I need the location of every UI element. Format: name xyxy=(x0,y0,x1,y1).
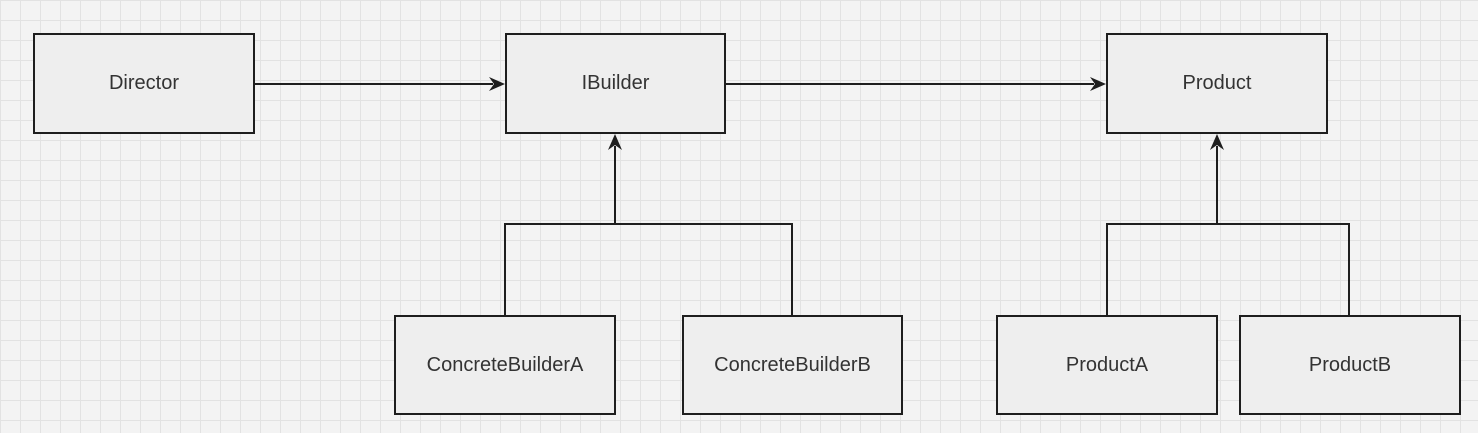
arrowhead-product-bottom xyxy=(1210,134,1224,150)
node-concrete-builder-a-label: ConcreteBuilderA xyxy=(426,353,584,376)
node-director-label: Director xyxy=(108,72,179,94)
node-ibuilder-label: IBuilder xyxy=(581,72,650,94)
node-concrete-builder-a[interactable]: ConcreteBuilderA xyxy=(394,315,616,415)
node-product-b-label: ProductB xyxy=(1308,353,1392,376)
edge-concrete-builders-to-ibuilder xyxy=(504,223,793,315)
arrowhead-product-left xyxy=(1090,77,1106,91)
node-ibuilder[interactable]: IBuilder xyxy=(505,33,726,134)
node-product-a-label: ProductA xyxy=(1065,353,1149,376)
node-concrete-builder-b[interactable]: ConcreteBuilderB xyxy=(682,315,903,415)
node-product-label: Product xyxy=(1182,72,1252,94)
node-director[interactable]: Director xyxy=(33,33,255,134)
node-product[interactable]: Product xyxy=(1106,33,1328,134)
node-concrete-builder-b-label: ConcreteBuilderB xyxy=(714,353,871,376)
arrowhead-ibuilder-bottom xyxy=(608,134,622,150)
node-product-a[interactable]: ProductA xyxy=(996,315,1218,415)
arrowhead-ibuilder-left xyxy=(489,77,505,91)
node-product-b[interactable]: ProductB xyxy=(1239,315,1461,415)
edge-products-to-product xyxy=(1106,223,1350,315)
